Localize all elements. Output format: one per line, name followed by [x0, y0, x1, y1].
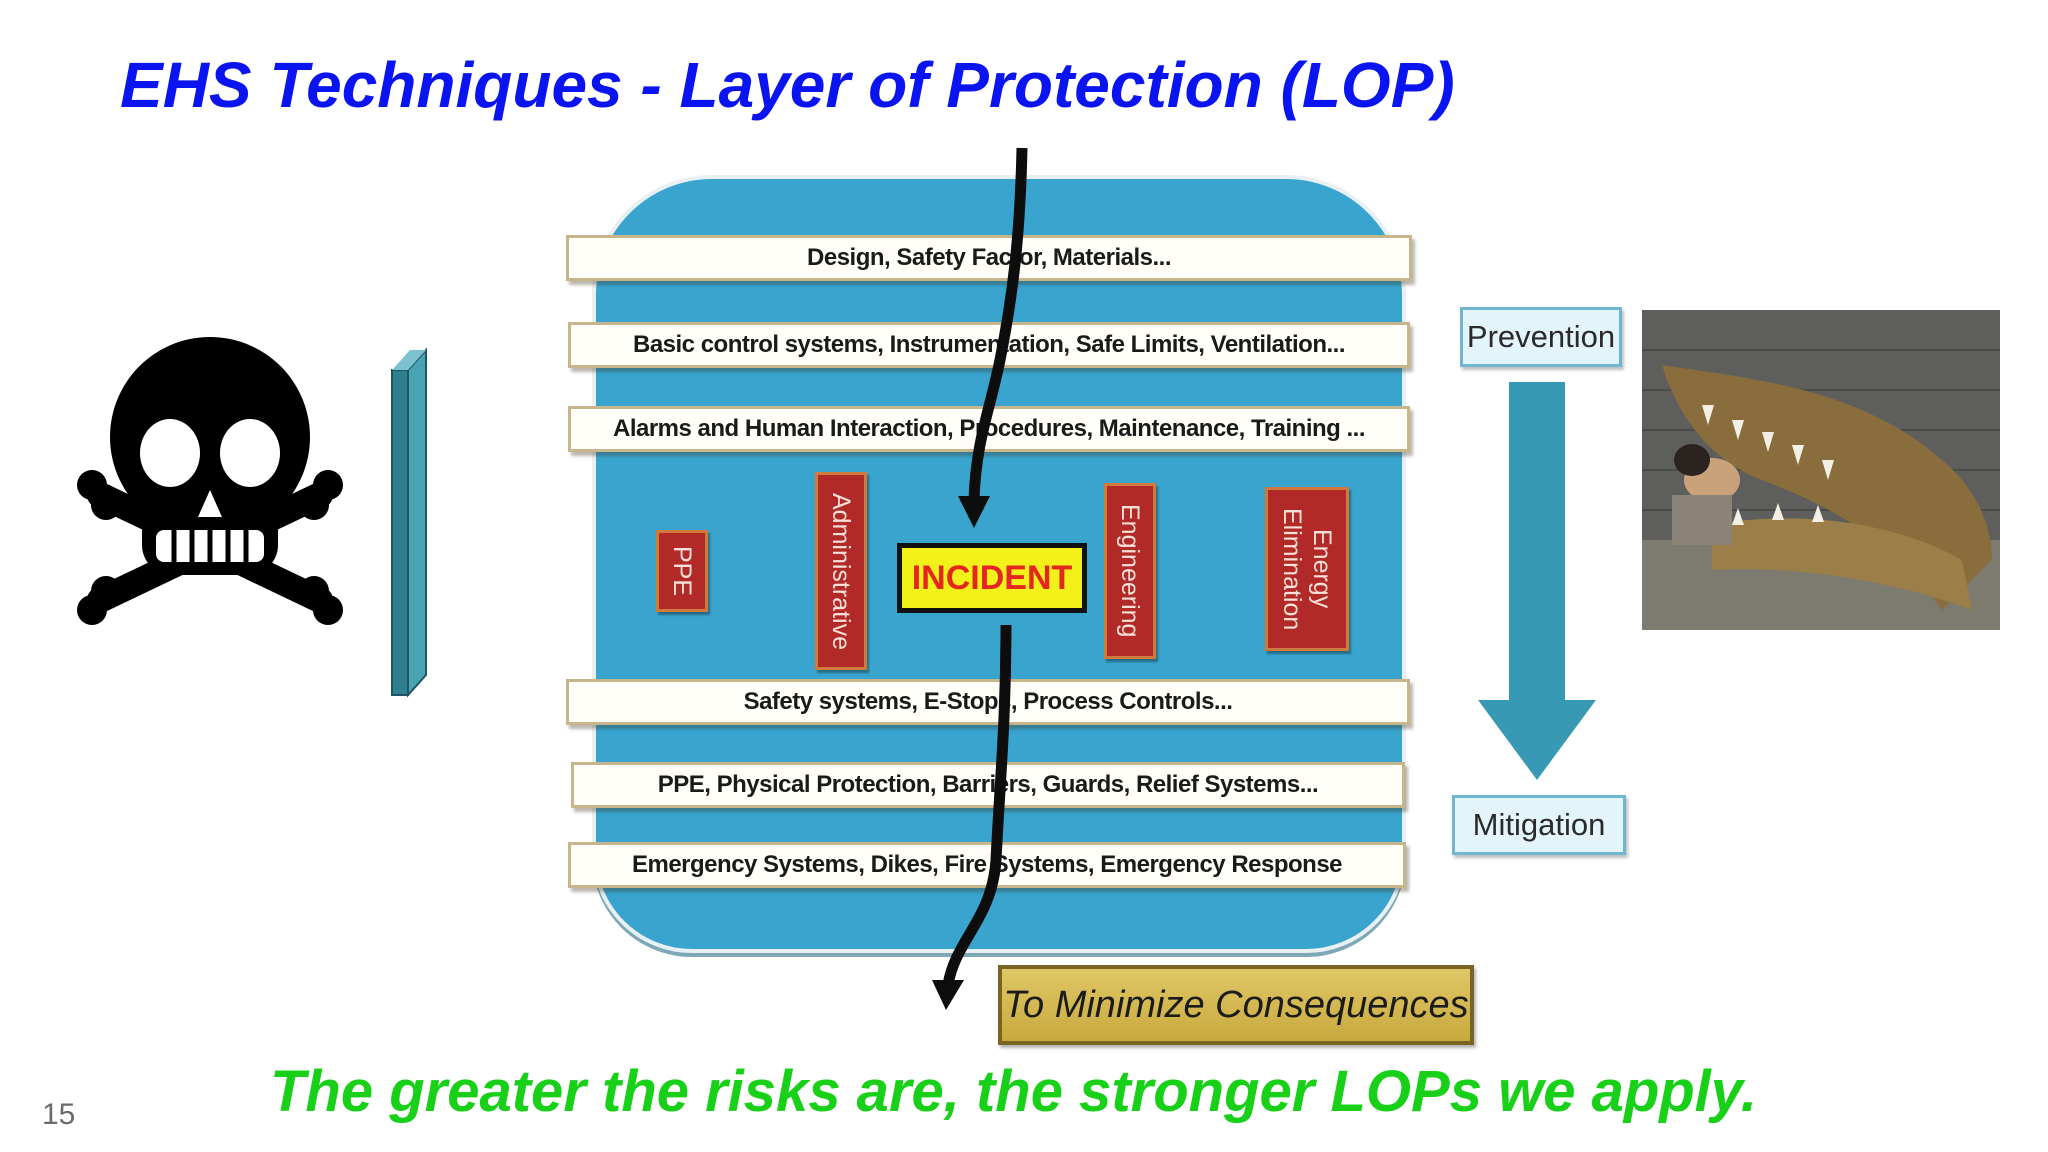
control-engineering: Engineering	[1104, 483, 1156, 659]
down-arrow-icon	[1478, 382, 1596, 780]
layer-emergency: Emergency Systems, Dikes, Fire Systems, …	[568, 842, 1406, 888]
control-ppe: PPE	[656, 530, 708, 612]
mitigation-label: Mitigation	[1452, 795, 1626, 855]
layer-basic-control: Basic control systems, Instrumentation, …	[568, 322, 1410, 368]
incident-label: INCIDENT	[897, 543, 1087, 613]
slide-title: EHS Techniques - Layer of Protection (LO…	[120, 49, 1455, 121]
control-energy-elimination: Energy Elimination	[1265, 487, 1349, 651]
prevention-label: Prevention	[1460, 307, 1622, 367]
slide-footer: The greater the risks are, the stronger …	[270, 1059, 1758, 1124]
layer-design: Design, Safety Factor, Materials...	[566, 235, 1412, 281]
crocodile-photo	[1642, 310, 2000, 630]
consequence-label: To Minimize Consequences	[998, 965, 1474, 1045]
barrier-panel	[391, 347, 427, 698]
control-administrative: Administrative	[815, 472, 867, 670]
skull-crossbones-icon	[77, 337, 343, 625]
layer-physical-protection: PPE, Physical Protection, Barriers, Guar…	[571, 762, 1405, 808]
page-number: 15	[42, 1098, 76, 1131]
layer-safety-systems: Safety systems, E-Stops, Process Control…	[566, 679, 1410, 725]
